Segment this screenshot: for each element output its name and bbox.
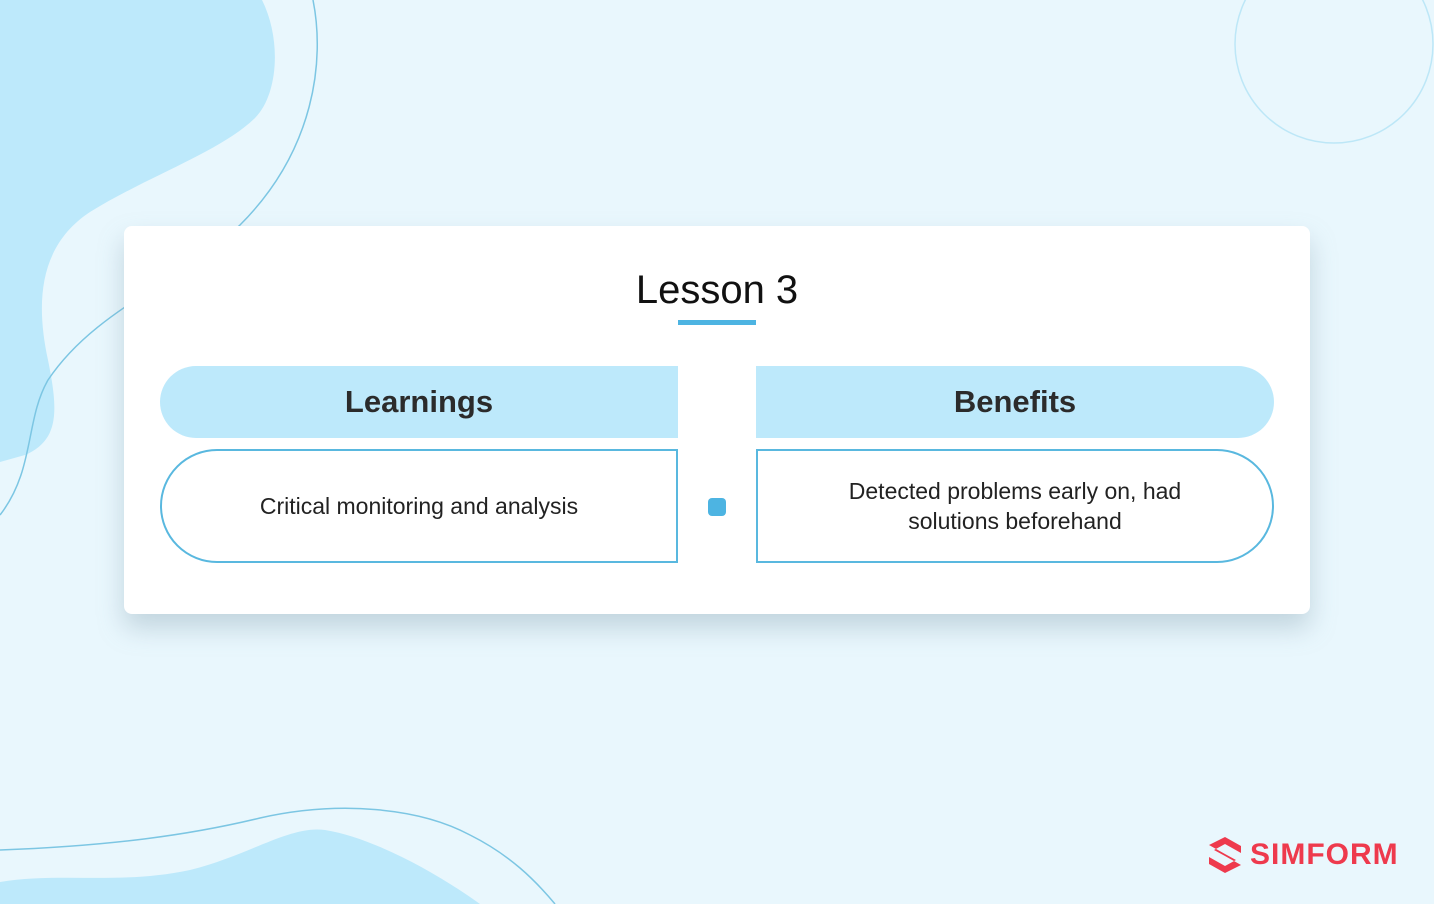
connector-dot bbox=[708, 498, 726, 516]
brand-logo: SIMFORM bbox=[1206, 833, 1411, 877]
benefits-header: Benefits bbox=[756, 366, 1274, 438]
bottom-left-curve-line bbox=[0, 807, 556, 904]
top-right-circle bbox=[1234, 0, 1434, 144]
title-underline bbox=[678, 320, 756, 325]
benefits-box: Detected problems early on, had solution… bbox=[756, 449, 1274, 563]
brand-name: SIMFORM bbox=[1250, 838, 1399, 871]
bottom-left-blob bbox=[0, 829, 480, 904]
simform-logo-icon bbox=[1209, 837, 1241, 873]
lesson-title: Lesson 3 bbox=[635, 268, 799, 312]
learnings-text: Critical monitoring and analysis bbox=[259, 493, 579, 519]
benefits-header-label: Benefits bbox=[953, 384, 1077, 419]
top-left-blob bbox=[0, 0, 275, 462]
learnings-box: Critical monitoring and analysis bbox=[160, 449, 678, 563]
learnings-header-label: Learnings bbox=[344, 384, 494, 419]
learnings-header: Learnings bbox=[160, 366, 678, 438]
benefits-text: Detected problems early on, had solution… bbox=[848, 478, 1182, 534]
